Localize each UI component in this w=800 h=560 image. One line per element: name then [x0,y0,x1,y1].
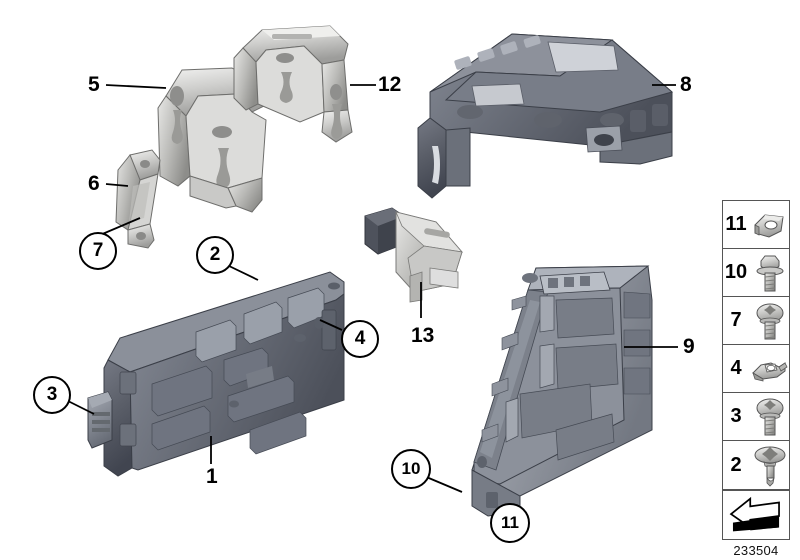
pan-head-torx-screw-icon-2 [749,395,789,439]
direction-arrow-box [722,490,790,540]
part-6-bracket-art [115,149,161,249]
legend-row-7: 7 [723,297,789,345]
legend-row-2: 2 [723,441,789,489]
part-12-bracket-art [233,25,353,143]
legend-row-4: 4 [723,345,789,393]
callout-label-9: 9 [683,335,695,358]
callout-label-6: 6 [88,172,100,195]
callout-circle-7: 7 [79,232,117,270]
callout-circle-11: 11 [490,503,530,543]
callout-circle-4: 4 [341,320,379,358]
pan-head-torx-screw-icon [749,299,789,343]
legend-number-11: 11 [725,213,747,235]
part-9-carrier-art [471,265,653,517]
callout-circle-2: 2 [196,236,234,274]
flange-head-tapping-screw-icon [749,443,789,487]
legend-number-7: 7 [730,309,742,331]
legend-row-3: 3 [723,393,789,441]
callout-label-12: 12 [378,73,402,96]
callout-label-5: 5 [88,73,100,96]
callout-label-8: 8 [680,73,692,96]
spring-clip-nut-icon [749,347,789,391]
legend-number-10: 10 [724,261,748,283]
legend-row-11: 11 [723,201,789,249]
callout-circle-10: 10 [391,449,431,489]
cage-nut-clip-icon [749,203,789,247]
legend-number-4: 4 [730,357,742,379]
part-8-module-art [417,33,674,199]
direction-of-travel-arrow-icon [729,496,780,532]
legend-row-10: 10 [723,249,789,297]
hex-flange-bolt-icon [749,251,789,295]
diagram-id-text: 233504 [733,543,779,558]
callout-label-1: 1 [206,465,218,488]
part-1-module-art [87,271,345,477]
legend-number-3: 3 [730,405,742,427]
legend-number-2: 2 [730,453,742,476]
fastener-legend-table: 11 10 [722,200,790,490]
part-5-bracket-art [157,67,269,213]
part-13-connector-art [364,207,464,303]
callout-circle-3: 3 [33,376,71,414]
callout-label-13: 13 [411,324,435,347]
